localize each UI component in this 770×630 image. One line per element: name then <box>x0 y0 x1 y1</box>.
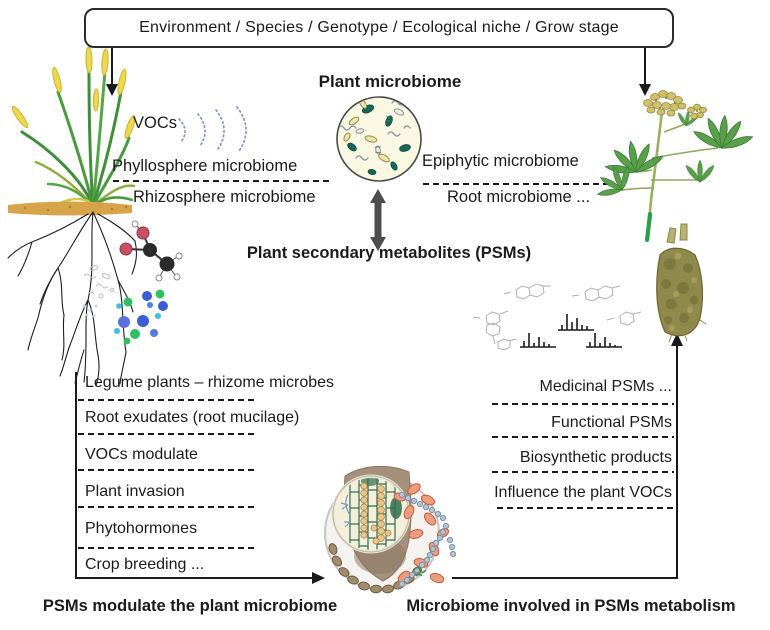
factors-box: Environment / Species / Genotype / Ecolo… <box>84 8 674 48</box>
right-plant-illustration <box>596 90 754 343</box>
rhizosphere-label: Rhizosphere microbiome <box>133 188 316 206</box>
microbiome-circle-icon <box>336 96 422 182</box>
phyllosphere-label: Phyllosphere microbiome <box>112 157 298 175</box>
left-flow-arrow <box>75 372 325 584</box>
spectra-icon <box>520 314 622 348</box>
double-arrow <box>370 189 386 251</box>
voc-waves-icon <box>178 106 247 152</box>
bottom-left-caption: PSMs modulate the plant microbiome <box>42 597 338 615</box>
right-list-item-1: Medicinal PSMs ... <box>539 378 672 395</box>
right-list-item-3: Biosynthetic products <box>519 449 672 466</box>
flower-head-icon <box>643 90 707 120</box>
root-microbes-smudge <box>82 265 115 318</box>
top-left-arrow <box>106 46 118 96</box>
molecule-icon <box>119 220 183 282</box>
left-list-item-3: VOCs modulate <box>85 446 198 463</box>
left-list-item-5: Phytohormones <box>85 520 198 537</box>
vocs-label: VOCs <box>133 114 178 132</box>
soil-strip <box>8 201 132 216</box>
left-list-item-2: Root exudates (root mucilage) <box>85 409 300 426</box>
top-right-arrow <box>639 46 651 96</box>
right-list-item-2: Functional PSMs <box>551 414 672 431</box>
bottom-right-caption: Microbiome involved in PSMs metabolism <box>406 597 736 615</box>
root-microbiome-label: Root microbiome ... <box>447 188 591 206</box>
right-list-item-4: Influence the plant VOCs <box>494 484 672 501</box>
rhizome-icon <box>656 223 707 343</box>
psms-title: Plant secondary metabolites (PSMs) <box>246 244 532 262</box>
dashed-lines <box>78 180 674 549</box>
left-list-item-6: Crop breeding ... <box>85 556 205 573</box>
right-flow-arrow <box>452 333 683 579</box>
chemical-structures-icon <box>472 283 642 351</box>
root-cross-section-icon <box>324 465 457 594</box>
left-list-item-1: Legume plants – rhizome microbes <box>85 374 335 391</box>
metabolite-dots-icon <box>114 289 168 345</box>
green-squiggle-icon <box>413 567 427 577</box>
epiphytic-label: Epiphytic microbiome <box>422 152 579 170</box>
left-list-item-4: Plant invasion <box>85 483 185 500</box>
plant-microbiome-title: Plant microbiome <box>318 72 462 91</box>
left-plant-illustration <box>7 46 137 387</box>
